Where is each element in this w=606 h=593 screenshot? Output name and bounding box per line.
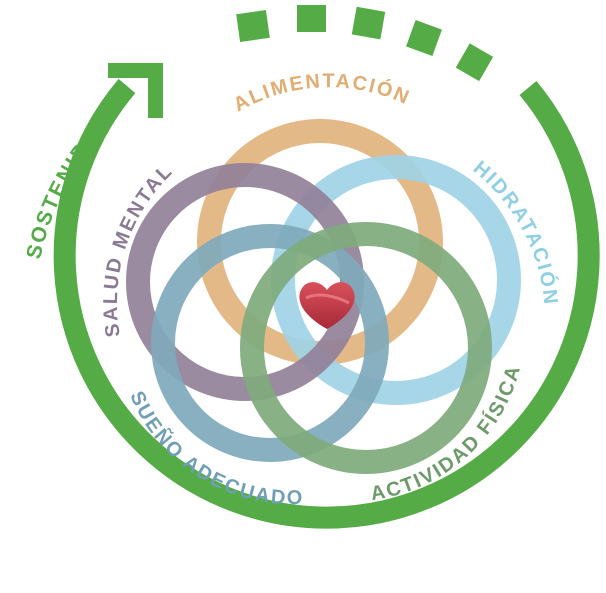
outer-cycle-arc — [53, 78, 600, 529]
ring-actividad-fisica — [240, 222, 492, 474]
dash-segment — [351, 6, 386, 40]
heart-icon — [299, 282, 355, 329]
dash-segment — [236, 10, 270, 42]
heart-highlight — [305, 293, 350, 305]
rings — [126, 119, 521, 474]
ring-sueno-adecuado — [151, 224, 389, 462]
dash-segment — [297, 5, 326, 32]
label-alimentacion: ALIMENTACIÓN — [230, 70, 414, 116]
dash-segment — [455, 43, 494, 82]
outer-cycle-dashes — [236, 5, 494, 82]
dash-segment — [406, 20, 442, 56]
outer-cycle-arrowhead — [108, 63, 163, 118]
